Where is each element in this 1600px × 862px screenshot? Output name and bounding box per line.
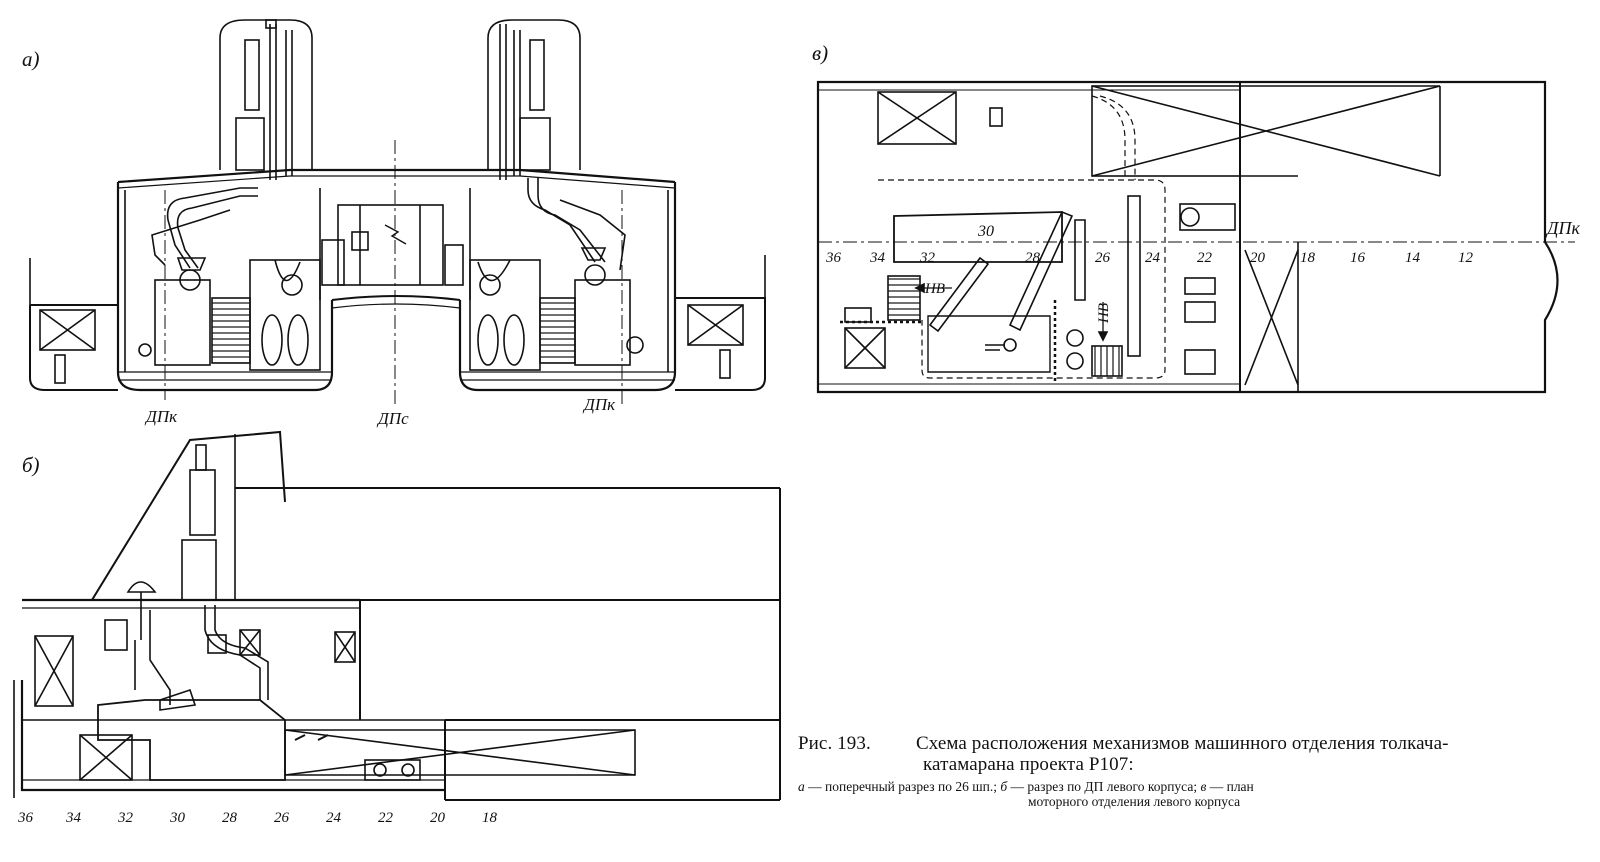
legend-text-b: — разрез по ДП левого корпуса; <box>1010 779 1198 794</box>
caption-figure-number: Рис. 193. <box>798 733 871 754</box>
view-b-frame-20: 20 <box>430 810 446 826</box>
view-v-dp-label: ДПк <box>1545 218 1580 238</box>
view-v-plan: в) <box>812 41 1575 394</box>
view-b-frame-30: 30 <box>169 810 186 826</box>
caption-title-line-1: Схема расположения механизмов машинного … <box>916 733 1449 754</box>
figure-caption: Рис. 193. Схема расположения механизмов м… <box>798 733 1588 809</box>
view-b-frame-28: 28 <box>222 810 238 826</box>
view-v-frame-36: 36 <box>825 250 842 266</box>
view-a-transverse-section: а) <box>22 19 766 428</box>
view-v-frame-20: 20 <box>1250 250 1266 266</box>
view-b-longitudinal-section: б) <box>13 430 781 801</box>
engine-left <box>138 187 321 371</box>
view-v-label: в) <box>812 41 828 65</box>
view-b-frame-36: 36 <box>17 810 34 826</box>
view-b-frame-32: 32 <box>117 810 134 826</box>
view-v-frame-14: 14 <box>1405 250 1421 266</box>
caption-title: Рис. 193. Схема расположения механизмов м… <box>798 733 1588 775</box>
view-a-dp-right: ДПк <box>582 395 616 414</box>
view-b-frame-18: 18 <box>482 810 498 826</box>
legend-key-b: б <box>1000 779 1008 794</box>
legend-line-2: моторного отделения левого корпуса <box>1028 794 1241 809</box>
view-a-dp-center: ДПс <box>376 409 409 428</box>
view-v-frame-18: 18 <box>1300 250 1316 266</box>
legend-text-a: — поперечный разрез по 26 шп.; <box>808 779 997 794</box>
view-v-frame-32: 32 <box>919 250 936 266</box>
view-b-frame-34: 34 <box>65 810 82 826</box>
legend-key-a: а <box>798 779 805 794</box>
caption-title-line-2: катамарана проекта Р107: <box>923 754 1134 775</box>
view-v-frame-22: 22 <box>1197 250 1213 266</box>
engine-right <box>469 178 644 371</box>
legend-key-v: в <box>1200 779 1207 794</box>
view-a-dp-left: ДПк <box>144 407 178 426</box>
funnel-right <box>487 19 581 180</box>
view-v-frame-34: 34 <box>869 250 886 266</box>
view-b-label: б) <box>22 453 40 477</box>
view-b-frame-numbers: 36 34 32 30 28 26 24 22 20 18 <box>17 810 498 826</box>
view-a-label: а) <box>22 47 40 71</box>
view-v-nv-left: НВ <box>924 281 945 297</box>
view-v-frame-26: 26 <box>1095 250 1111 266</box>
view-v-engine-frame: 30 <box>977 223 994 240</box>
view-v-frame-24: 24 <box>1145 250 1161 266</box>
view-b-frame-22: 22 <box>378 810 394 826</box>
view-v-frame-12: 12 <box>1458 250 1474 266</box>
view-b-frame-24: 24 <box>326 810 342 826</box>
funnel-left <box>219 19 313 180</box>
view-v-frame-28: 28 <box>1025 250 1041 266</box>
view-v-frame-numbers: 36 34 32 28 26 24 22 20 18 16 14 12 <box>825 250 1474 266</box>
view-v-nv-right: НВ <box>1096 303 1112 324</box>
caption-legend: а — поперечный разрез по 26 шп.; б — раз… <box>798 779 1588 809</box>
view-b-frame-26: 26 <box>274 810 290 826</box>
legend-text-v: — план <box>1209 779 1254 794</box>
view-v-frame-16: 16 <box>1350 250 1366 266</box>
